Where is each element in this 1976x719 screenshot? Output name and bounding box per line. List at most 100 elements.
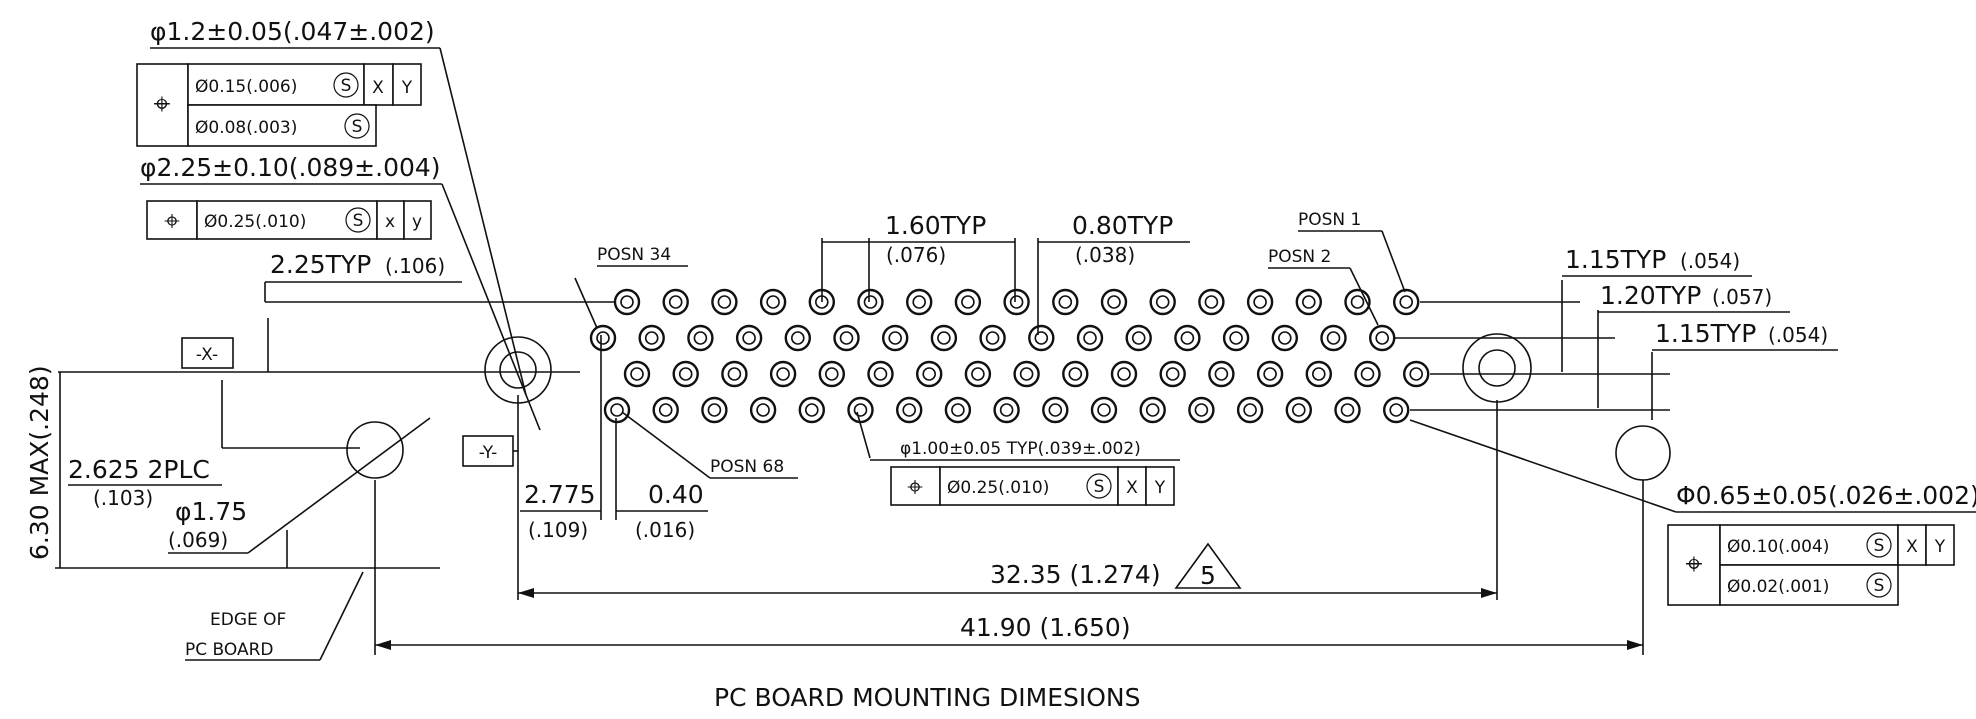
pin-hole (1360, 367, 1375, 381)
typ-120-dim-in: (.057) (1712, 285, 1772, 309)
pin-hole (1117, 367, 1131, 381)
pin-hole (912, 295, 927, 309)
hole-large-leader (441, 183, 541, 431)
pin-hole (1194, 403, 1209, 417)
pin-hole (961, 295, 975, 309)
pin-hole (1340, 403, 1355, 417)
pin-hole (727, 367, 742, 381)
mmc-icon (345, 207, 371, 233)
pin-hole (678, 367, 693, 381)
pin-hole (1145, 403, 1160, 417)
mount-hole-left (484, 336, 552, 404)
pin-hole (644, 331, 659, 345)
hole-175 (346, 421, 404, 479)
pin-hole (742, 331, 756, 345)
fcf-tolerance: Ø0.10(.004) (1727, 537, 1829, 557)
pin-hole (1302, 295, 1316, 309)
typ-080-dim: 0.80TYP (1072, 211, 1173, 240)
datum-y-box (462, 435, 514, 467)
mmc-icon (1866, 532, 1892, 558)
datum-ref-y: Y (1154, 478, 1166, 498)
pin-hole (1034, 331, 1049, 345)
pin-hole (873, 367, 888, 381)
pin-hole (999, 403, 1014, 417)
pin-hole (839, 331, 854, 345)
svg-text:S: S (1094, 477, 1105, 497)
datum-ref-x: x (385, 212, 395, 232)
typ-225-dim: 2.25TYP (270, 250, 371, 279)
mmc-icon (333, 72, 359, 98)
posn68-label: POSN 68 (710, 457, 784, 477)
datum-ref-x: X (1126, 478, 1138, 498)
typ-115a-dim: 1.15TYP (1565, 245, 1666, 274)
mmc-icon (344, 113, 370, 139)
pin-hole (766, 295, 780, 309)
pin-hole (1375, 331, 1389, 345)
pin-hole (1399, 295, 1413, 309)
pad-dia-callout: Φ0.65±0.05(.026±.002) (1676, 481, 1976, 510)
pin-hole (888, 331, 903, 345)
svg-text:S: S (1874, 536, 1885, 556)
pin-hole (1048, 403, 1063, 417)
pin-hole (1409, 367, 1423, 381)
fcf-tolerance: Ø0.02(.001) (1727, 577, 1829, 597)
pin-hole (1312, 367, 1326, 381)
pin-hole (971, 367, 985, 381)
fcf-tolerance: Ø0.25(.010) (947, 478, 1049, 498)
plc-dim: 2.625 2PLC (68, 455, 210, 484)
pin-hole (902, 403, 917, 417)
span-3235-dim: 32.35 (1.274) (990, 560, 1161, 589)
pin-field (589, 288, 1430, 424)
posn34-label: POSN 34 (597, 245, 671, 265)
edge-label-line2: PC BOARD (185, 640, 274, 660)
pin-hole (1326, 331, 1341, 345)
typ-115b-dim-in: (.054) (1768, 323, 1828, 347)
pin-hole (1019, 367, 1034, 381)
max-height-dim: 6.30 MAX(.248) (25, 365, 54, 560)
pin-hole (1180, 331, 1195, 345)
pin-hole (1214, 367, 1229, 381)
svg-text:S: S (352, 117, 363, 137)
pin-hole (693, 331, 708, 345)
pin-hole (610, 403, 624, 417)
dia-175-dim: φ1.75 (175, 497, 247, 526)
datum-x-label: -X- (196, 345, 218, 365)
datum-x-box (181, 337, 234, 369)
d2775-dim: 2.775 (524, 480, 596, 509)
typ-160-dim-in: (.076) (886, 243, 946, 267)
note-triangle (1174, 542, 1242, 589)
pin-hole (1165, 367, 1180, 381)
position-icon: ⌖ (164, 204, 180, 237)
pin-hole (1009, 295, 1024, 309)
pin-hole (1253, 295, 1267, 309)
position-icon: ⌖ (154, 87, 171, 122)
pin-hole (1131, 331, 1146, 345)
mount-hole-right (1462, 333, 1532, 403)
pin-hole (1229, 331, 1243, 345)
posn2-label: POSN 2 (1268, 247, 1331, 267)
typ-160-dim: 1.60TYP (885, 211, 986, 240)
pin-hole (620, 295, 634, 309)
typ-115a-dim-in: (.054) (1680, 249, 1740, 273)
pin-hole (1389, 403, 1403, 417)
svg-text:S: S (353, 211, 364, 231)
pin-hole (707, 403, 722, 417)
span-4190-dim: 41.90 (1.650) (960, 613, 1131, 642)
pin-hole (951, 403, 965, 417)
pin-hole (1058, 295, 1073, 309)
fcf-tolerance: Ø0.15(.006) (195, 77, 297, 97)
edge-label-line1: EDGE OF (210, 610, 286, 630)
pin-hole (863, 295, 878, 309)
pin-hole (776, 367, 790, 381)
fcf-tolerance: Ø0.25(.010) (204, 212, 306, 232)
pin-hole (1243, 403, 1257, 417)
pin-hole (630, 367, 644, 381)
pin-dia-callout: φ1.00±0.05 TYP(.039±.002) (900, 439, 1141, 459)
pin-hole (922, 367, 937, 381)
pin-hole (853, 403, 868, 417)
pin-hole (1155, 295, 1170, 309)
pin-hole (985, 331, 1000, 345)
hole-board-right (1615, 425, 1671, 481)
fcf-small-hole: ⌖ Ø0.15(.006) S X Y Ø0.08(.003) S (136, 63, 422, 147)
